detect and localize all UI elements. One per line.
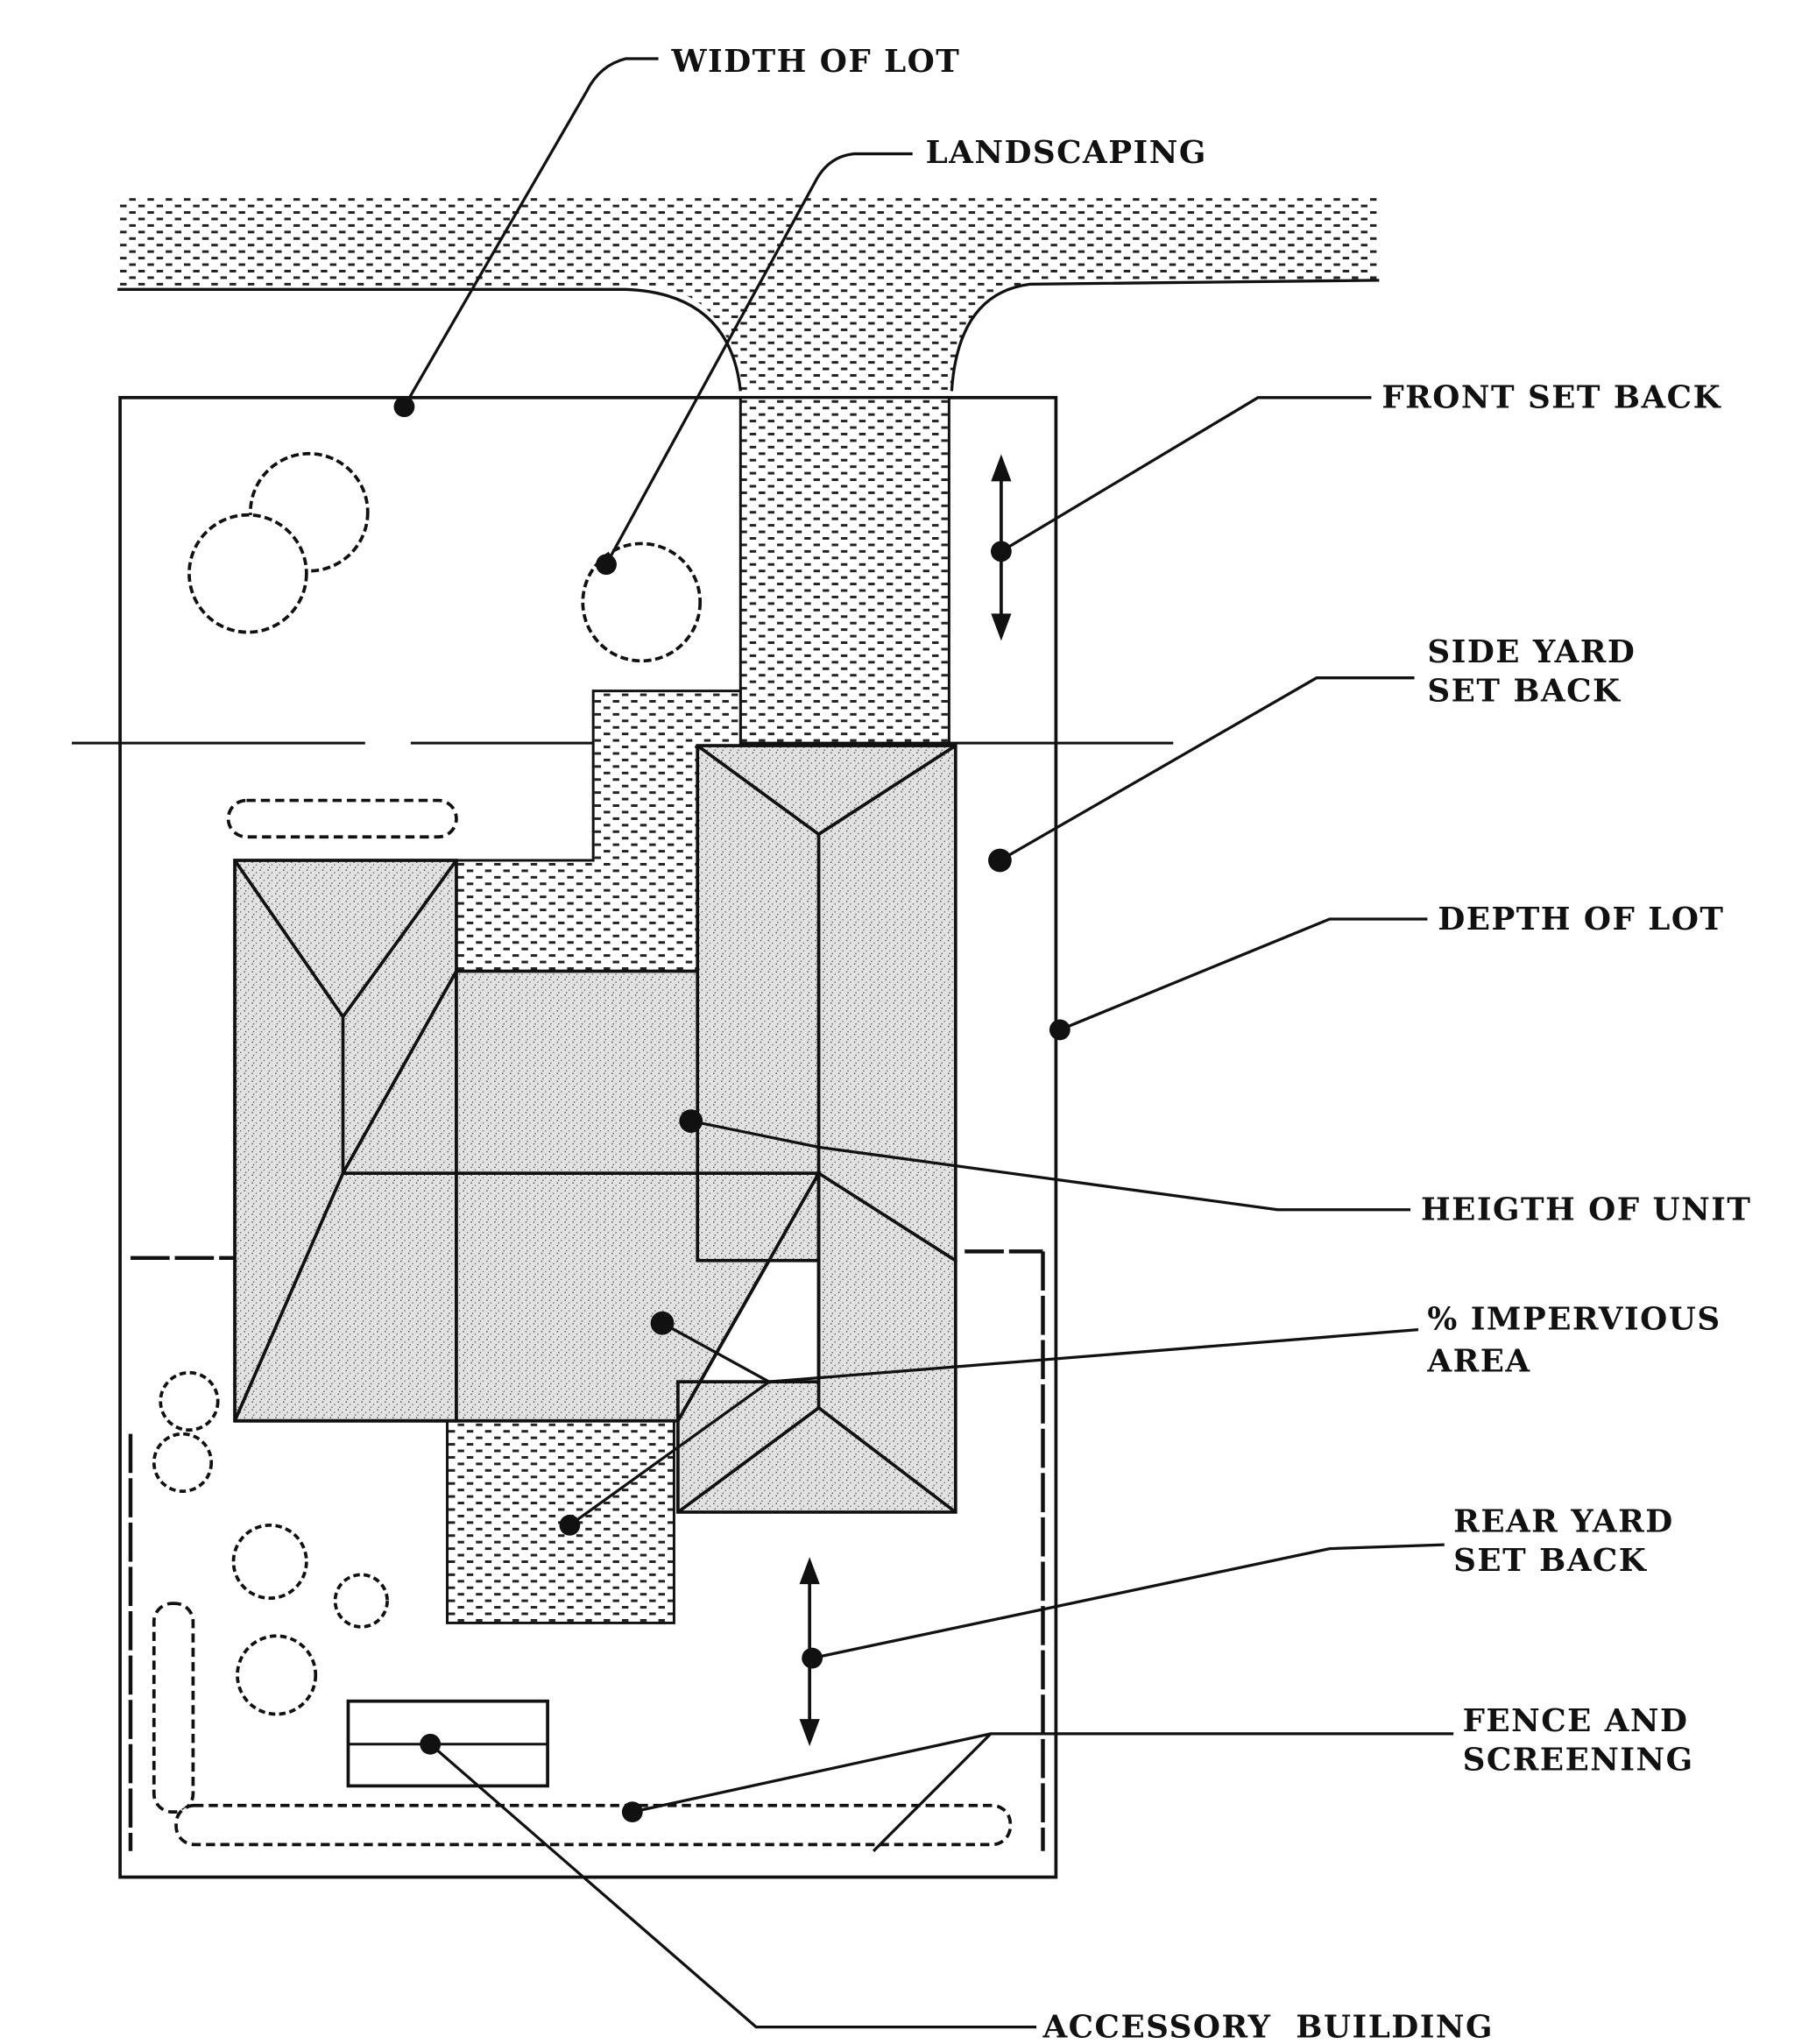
label-impervious-2: AREA — [1426, 1342, 1530, 1379]
leader-impervious-area — [569, 1321, 1419, 1527]
fence — [128, 1249, 1045, 1851]
driveway — [738, 396, 950, 745]
label-side-yard-2: SET BACK — [1427, 672, 1622, 709]
label-width-of-lot: WIDTH OF LOT — [670, 43, 960, 80]
leader-lines — [403, 57, 1454, 2029]
leader-fence — [632, 1732, 1454, 1852]
label-front-set-back: FRONT SET BACK — [1381, 379, 1721, 416]
accessory-building — [346, 1699, 549, 1788]
hedges — [152, 798, 1013, 1847]
label-rear-yard-2: SET BACK — [1453, 1542, 1648, 1579]
label-landscaping: LANDSCAPING — [926, 134, 1207, 171]
leader-depth-of-lot — [1059, 917, 1428, 1031]
label-heigth-of-unit: HEIGTH OF UNIT — [1421, 1192, 1751, 1228]
label-fence-2: SCREENING — [1463, 1742, 1694, 1779]
label-rear-yard-1: REAR YARD — [1453, 1503, 1674, 1539]
leader-front-set-back — [1000, 396, 1372, 553]
leader-landscaping — [604, 152, 913, 566]
label-impervious-1: % IMPERVIOUS — [1427, 1301, 1721, 1338]
lot-boundary — [118, 395, 1058, 1879]
leader-dots — [393, 396, 1071, 1823]
leader-side-yard — [999, 676, 1415, 862]
label-fence-1: FENCE AND — [1463, 1702, 1689, 1739]
house-roof — [233, 744, 957, 1514]
label-accessory-building: ACCESSORY BUILDING — [1042, 2009, 1494, 2044]
curb-right — [950, 279, 1380, 392]
street — [117, 195, 1380, 392]
leader-accessory-building — [429, 1743, 1037, 2029]
leader-rear-yard — [811, 1543, 1445, 1660]
label-side-yard-1: SIDE YARD — [1427, 633, 1636, 670]
label-depth-of-lot: DEPTH OF LOT — [1438, 901, 1724, 937]
leader-width-of-lot — [403, 57, 659, 408]
leader-height-of-unit — [690, 1119, 1411, 1212]
curb-left — [117, 287, 742, 392]
